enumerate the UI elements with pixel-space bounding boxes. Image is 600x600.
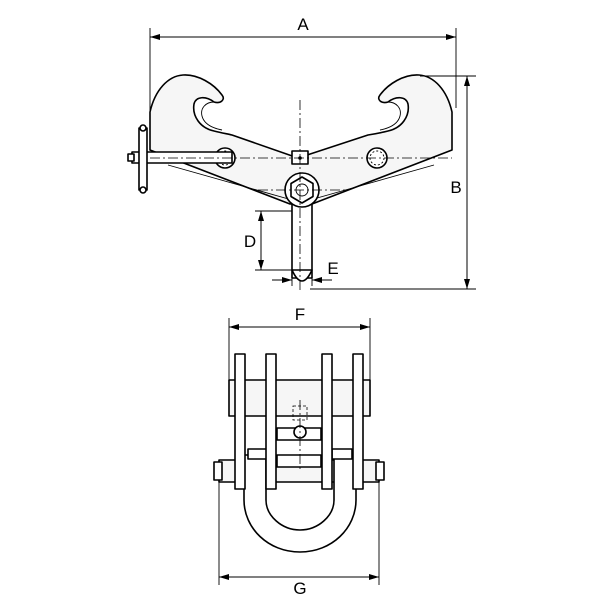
dimension-label-a: A xyxy=(297,15,309,34)
spindle-tip xyxy=(127,153,135,162)
outer-plate-left xyxy=(234,353,246,490)
dimension-label-e: E xyxy=(327,259,338,278)
inner-plate-left xyxy=(265,353,277,490)
dimension-label-g: G xyxy=(293,579,306,598)
shackle-right-eye xyxy=(331,448,353,460)
lower-bar-right-end xyxy=(375,461,385,481)
spindle-handle xyxy=(138,127,148,191)
spacer-bottom xyxy=(276,454,322,468)
body-lower-edge xyxy=(167,164,435,201)
handle-end-top xyxy=(139,124,147,132)
dimension-label-d: D xyxy=(244,232,256,251)
dimension-label-b: B xyxy=(450,178,461,197)
side-view: A B D E xyxy=(127,15,476,290)
upper-cross-bar xyxy=(228,379,371,417)
right-jaw-inner-line xyxy=(379,101,401,131)
clamp-body xyxy=(149,74,453,205)
dimension-d: D xyxy=(244,210,292,271)
dimension-f: F xyxy=(228,305,371,380)
dimension-g: G xyxy=(218,482,380,598)
dimension-a: A xyxy=(149,15,457,112)
dimension-label-f: F xyxy=(295,305,305,324)
shackle-bottom-round xyxy=(291,269,313,282)
lower-bar-left-end xyxy=(213,461,223,481)
front-view: F G xyxy=(213,305,385,598)
u-shackle xyxy=(243,454,357,553)
shackle-left-eye xyxy=(247,448,269,460)
outer-plate-right xyxy=(352,353,364,490)
left-jaw-inner-line xyxy=(201,101,223,131)
dimension-e: E xyxy=(272,259,339,286)
dimension-b: B xyxy=(310,75,476,290)
handle-end-bottom xyxy=(139,186,147,194)
inner-plate-right xyxy=(321,353,333,490)
